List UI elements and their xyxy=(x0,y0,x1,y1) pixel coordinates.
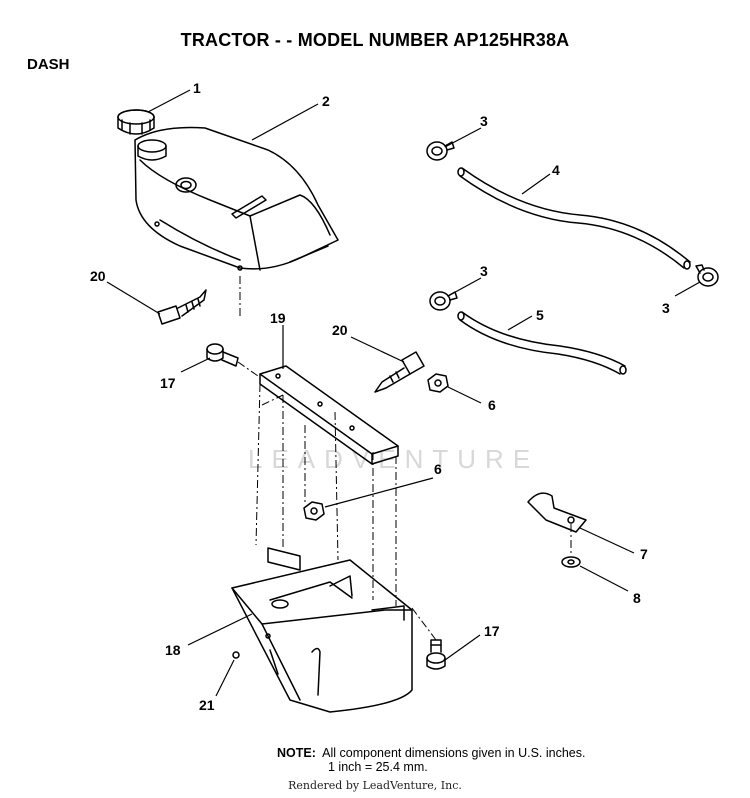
callout-19: 19 xyxy=(270,310,286,326)
footer-credit: Rendered by LeadVenture, Inc. xyxy=(288,779,462,792)
callout-6: 6 xyxy=(488,397,496,413)
fuel-tank-part xyxy=(134,126,339,271)
note-label: NOTE: xyxy=(277,746,316,760)
callout-3: 3 xyxy=(480,263,488,279)
bolt-part xyxy=(206,343,239,367)
hose-clamp-part xyxy=(426,141,455,161)
callout-6: 6 xyxy=(434,461,442,477)
nut-part xyxy=(303,501,325,521)
hose-clamp-part xyxy=(429,291,458,311)
dimension-note: NOTE: All component dimensions given in … xyxy=(277,746,586,774)
callout-3: 3 xyxy=(662,300,670,316)
hose-clamp-part xyxy=(695,264,719,287)
callout-21: 21 xyxy=(199,697,215,713)
callout-7: 7 xyxy=(640,546,648,562)
fuel-line-part xyxy=(457,311,627,375)
page-title: TRACTOR - - MODEL NUMBER AP125HR38A xyxy=(180,30,570,50)
callout-17: 17 xyxy=(160,375,176,391)
note-line1: All component dimensions given in U.S. i… xyxy=(322,746,586,760)
watermark-text: LEADVENTURE xyxy=(248,444,539,474)
screw-part xyxy=(157,289,207,325)
callout-8: 8 xyxy=(633,590,641,606)
callout-20: 20 xyxy=(90,268,106,284)
callout-1: 1 xyxy=(193,80,201,96)
callout-3: 3 xyxy=(480,113,488,129)
washer-part xyxy=(561,556,581,568)
section-label: DASH xyxy=(27,56,70,73)
callout-4: 4 xyxy=(552,162,560,178)
clip-part xyxy=(527,492,587,533)
screw-part xyxy=(232,651,240,659)
screw-part xyxy=(374,351,425,393)
fuel-cap-part xyxy=(117,109,155,135)
nut-part xyxy=(427,373,449,393)
callout-2: 2 xyxy=(322,93,330,109)
callout-20: 20 xyxy=(332,322,348,338)
callout-5: 5 xyxy=(536,307,544,323)
callout-17: 17 xyxy=(484,623,500,639)
bolt-part xyxy=(426,639,446,670)
callout-18: 18 xyxy=(165,642,181,658)
fuel-line-part xyxy=(457,167,691,270)
dash-panel-part xyxy=(231,547,413,713)
dash-bracket-part xyxy=(259,365,399,465)
note-line2: 1 inch = 25.4 mm. xyxy=(328,760,428,774)
